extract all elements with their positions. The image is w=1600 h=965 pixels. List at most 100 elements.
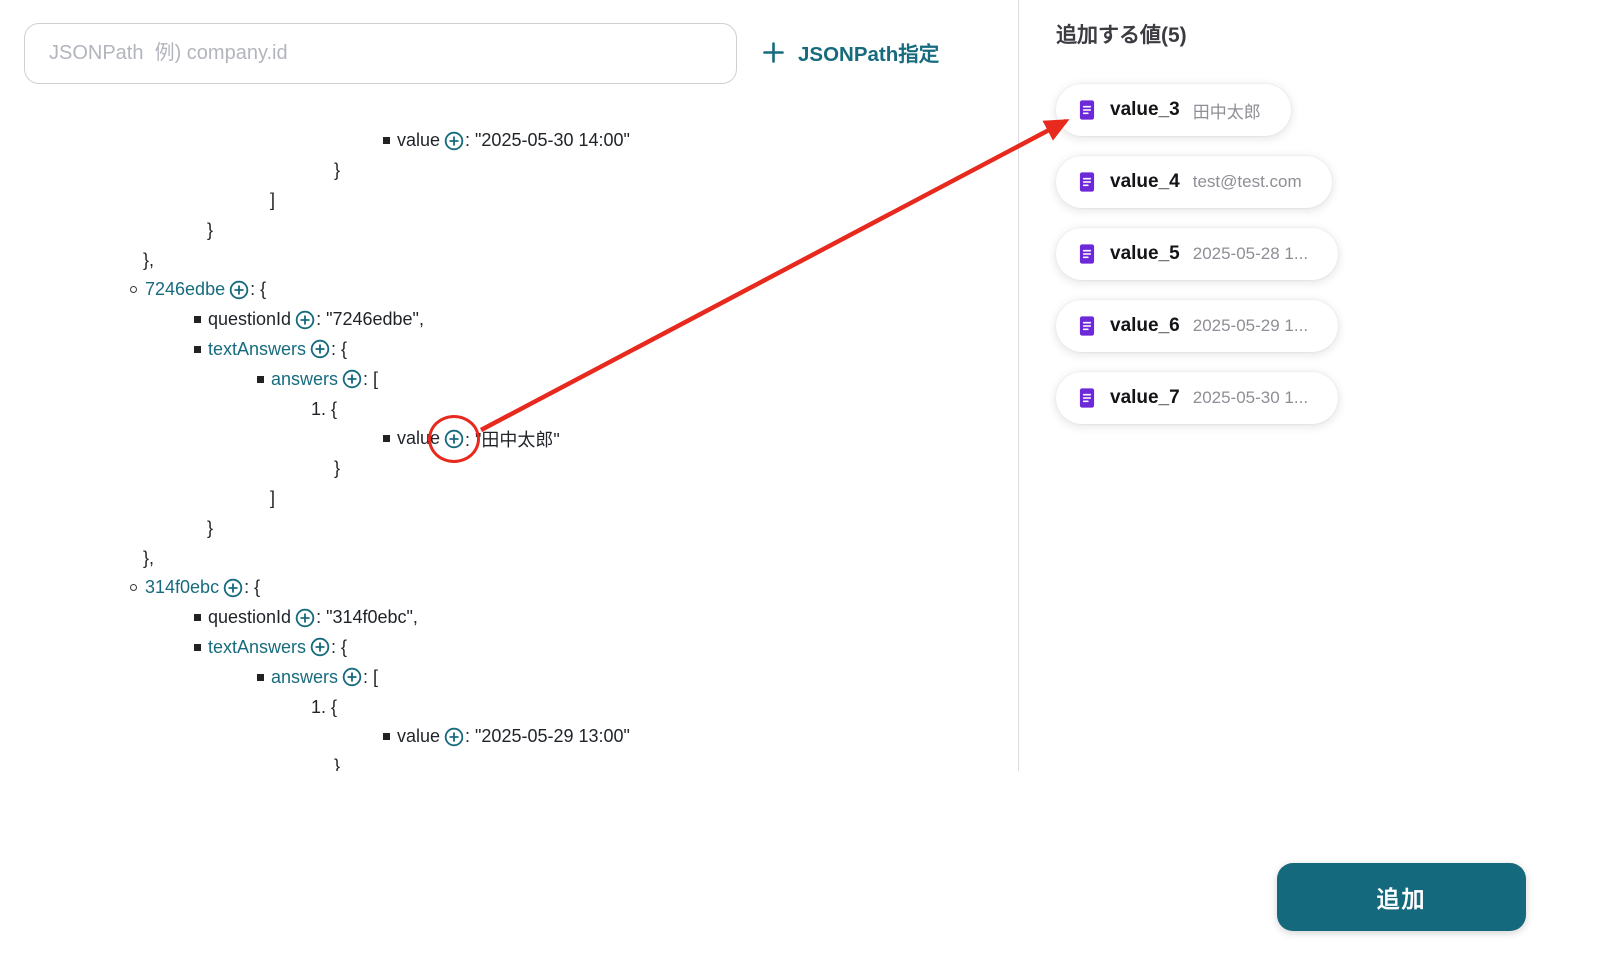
document-icon — [1077, 171, 1097, 193]
json-punctuation: 1. { — [311, 696, 338, 717]
json-key[interactable]: textAnswers — [208, 636, 307, 657]
json-value-text: : "2025-05-29 13:00" — [465, 726, 630, 747]
json-key: value — [397, 428, 441, 449]
add-value-plus-button[interactable] — [444, 727, 464, 747]
add-value-plus-button[interactable] — [342, 369, 362, 389]
json-tree-line: ] — [0, 186, 1018, 216]
value-chip-label: value_4 — [1110, 171, 1180, 193]
json-tree-line: value : "田中太郎" — [0, 424, 1018, 454]
json-punctuation: ] — [270, 189, 276, 210]
square-bullet-icon — [194, 345, 201, 353]
value-chip-value: 2025-05-29 1... — [1192, 316, 1309, 336]
circle-bullet-icon — [130, 286, 137, 294]
document-icon — [1077, 387, 1097, 409]
json-key: value — [397, 726, 441, 747]
panel-divider — [1018, 0, 1019, 771]
json-tree-line: }, — [0, 245, 1018, 275]
json-tree-line: } — [0, 752, 1018, 771]
json-tree-line: value : "2025-05-29 13:00" — [0, 722, 1018, 752]
jsonpath-specify-label: JSONPath指定 — [798, 43, 940, 66]
document-icon — [1077, 243, 1097, 265]
square-bullet-icon — [257, 673, 264, 681]
json-key: questionId — [208, 607, 292, 628]
add-value-plus-button[interactable] — [229, 280, 249, 300]
square-bullet-icon — [257, 375, 264, 383]
value-chip-label: value_7 — [1110, 387, 1180, 409]
value-chip[interactable]: value_7 2025-05-30 1... — [1056, 372, 1339, 425]
json-tree-line: } — [0, 513, 1018, 543]
json-tree-line: } — [0, 156, 1018, 186]
value-chip-list: value_3 田中太郎 value_4 test@test.com value_5 20… — [1056, 84, 1496, 425]
json-value-text: : { — [331, 636, 348, 657]
add-value-plus-button[interactable] — [342, 667, 362, 687]
json-punctuation: } — [334, 458, 341, 479]
json-tree-line: ] — [0, 484, 1018, 514]
json-tree-line: } — [0, 215, 1018, 245]
value-chip-value: test@test.com — [1192, 172, 1302, 192]
json-tree-line: }, — [0, 543, 1018, 573]
json-value-text: : "田中太郎" — [465, 429, 560, 450]
value-chip-label: value_5 — [1110, 243, 1180, 265]
jsonpath-input[interactable] — [24, 23, 737, 84]
value-chip[interactable]: value_5 2025-05-28 1... — [1056, 228, 1339, 281]
add-value-plus-button[interactable] — [295, 608, 315, 628]
value-chip-value: 2025-05-30 1... — [1192, 388, 1309, 408]
value-chip[interactable]: value_3 田中太郎 — [1056, 84, 1291, 137]
json-tree-line: answers : [ — [0, 662, 1018, 692]
json-tree-line: questionId : "314f0ebc", — [0, 603, 1018, 633]
add-value-plus-button[interactable] — [310, 637, 330, 657]
add-value-plus-button[interactable] — [444, 131, 464, 151]
json-value-text: : [ — [363, 666, 379, 687]
json-value-text: : "7246edbe", — [316, 309, 424, 330]
add-value-plus-button[interactable] — [295, 310, 315, 330]
values-panel-title: 追加する値(5) — [1056, 24, 1187, 47]
json-tree-line: textAnswers : { — [0, 633, 1018, 663]
json-punctuation: } — [207, 219, 214, 240]
document-icon — [1077, 99, 1097, 121]
add-button[interactable]: 追加 — [1277, 863, 1526, 931]
square-bullet-icon — [194, 643, 201, 651]
json-punctuation: ] — [270, 487, 276, 508]
json-value-text: : "314f0ebc", — [316, 607, 418, 628]
json-key: questionId — [208, 309, 292, 330]
json-tree-line: answers : [ — [0, 364, 1018, 394]
json-punctuation: } — [334, 160, 341, 181]
json-punctuation: }, — [143, 249, 155, 270]
json-tree-line: value : "2025-05-30 14:00" — [0, 126, 1018, 156]
add-value-plus-button[interactable] — [223, 578, 243, 598]
json-tree-line: } — [0, 454, 1018, 484]
json-tree-line: 1. { — [0, 394, 1018, 424]
square-bullet-icon — [383, 137, 390, 145]
value-chip-value: 田中太郎 — [1192, 102, 1261, 122]
json-key[interactable]: answers — [271, 368, 339, 389]
value-chip[interactable]: value_6 2025-05-29 1... — [1056, 300, 1339, 353]
json-key: value — [397, 130, 441, 151]
add-value-plus-button[interactable] — [444, 429, 464, 449]
square-bullet-icon — [383, 733, 390, 741]
json-tree-line: 7246edbe: { — [0, 275, 1018, 305]
json-key[interactable]: textAnswers — [208, 338, 307, 359]
json-punctuation: }, — [143, 547, 155, 568]
json-key[interactable]: answers — [271, 666, 339, 687]
value-chip-label: value_3 — [1110, 99, 1180, 121]
circle-bullet-icon — [130, 584, 137, 592]
json-punctuation: } — [334, 756, 341, 771]
json-key[interactable]: 7246edbe — [145, 279, 226, 300]
jsonpath-specify-button[interactable]: JSONPath指定 — [762, 37, 939, 67]
json-punctuation: 1. { — [311, 398, 338, 419]
json-tree-scroll-area[interactable]: value: "2025-05-30 14:00"}]}},7246edbe: … — [0, 126, 1018, 771]
value-chip-label: value_6 — [1110, 315, 1180, 337]
json-value-text: : [ — [363, 368, 379, 389]
square-bullet-icon — [194, 316, 201, 324]
values-panel: 追加する値(5) value_3 田中太郎 value_4 test@test.com… — [1056, 24, 1496, 425]
value-chip[interactable]: value_4 test@test.com — [1056, 156, 1332, 209]
value-chip-value: 2025-05-28 1... — [1192, 244, 1309, 264]
json-value-text: : "2025-05-30 14:00" — [465, 130, 630, 151]
square-bullet-icon — [383, 435, 390, 443]
json-key[interactable]: 314f0ebc — [145, 577, 220, 598]
add-value-plus-button[interactable] — [310, 339, 330, 359]
json-value-text: : { — [331, 338, 348, 359]
json-tree-line: textAnswers : { — [0, 335, 1018, 365]
json-value-text: : { — [244, 577, 261, 598]
